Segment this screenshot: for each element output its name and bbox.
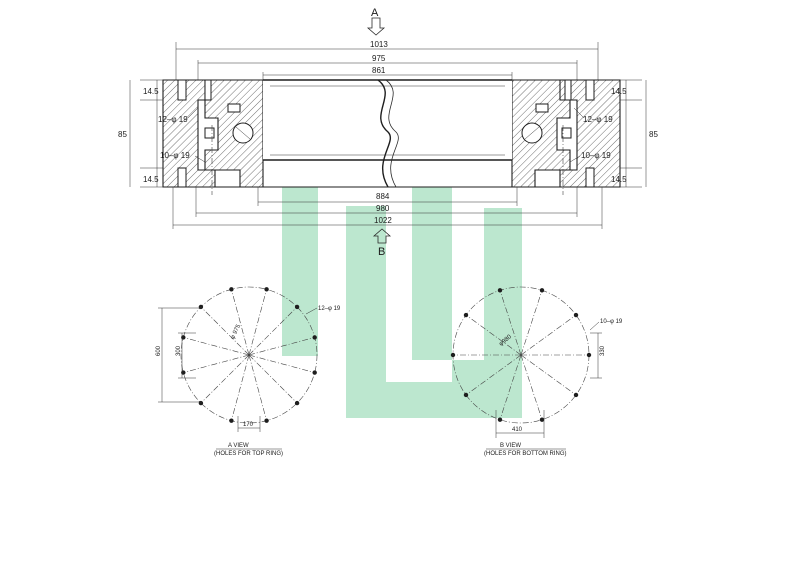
b-view-spoke xyxy=(465,354,522,396)
holes-top-left-label: 12–φ 19 xyxy=(158,115,188,124)
dimension-left-group: 14.5 14.5 85 12–φ 19 10–φ 19 xyxy=(118,79,206,188)
holes-bot-left-label: 10–φ 19 xyxy=(160,151,190,160)
dim-861: 861 xyxy=(372,66,386,75)
holes-top-right-label: 12–φ 19 xyxy=(583,115,613,124)
view-a-arrow: A xyxy=(366,7,386,36)
a-view-bolt-hole xyxy=(264,287,269,292)
a-view-holes-label: 12–φ 19 xyxy=(318,306,341,312)
b-view-spoke xyxy=(465,314,522,356)
b-view-dim-330: 330 xyxy=(600,345,606,356)
a-view-bolt-hole xyxy=(264,418,269,423)
a-view-bolt-hole xyxy=(312,370,317,375)
section-view: A B 1013 975 861 xyxy=(118,7,658,258)
b-view-bolt-hole xyxy=(586,352,592,358)
dim-145-top-left: 14.5 xyxy=(143,87,159,96)
b-view-spoke xyxy=(520,354,577,396)
b-view-dim-410: 410 xyxy=(512,427,523,433)
dim-145-bot-right: 14.5 xyxy=(611,175,627,184)
a-view-spoke xyxy=(248,354,315,373)
b-view-bolt-hole xyxy=(573,312,579,318)
b-view-bolt-hole xyxy=(539,417,545,422)
a-view-bolt-hole xyxy=(198,400,204,406)
b-view-spoke xyxy=(520,354,543,420)
b-view-bolt-hole xyxy=(463,392,469,398)
a-view-spoke xyxy=(231,289,250,356)
b-view-spoke xyxy=(499,354,522,420)
b-view-spoke xyxy=(520,290,543,356)
a-view-spoke xyxy=(248,337,315,356)
dim-145-bot-left: 14.5 xyxy=(143,175,159,184)
a-view-bolt-hole xyxy=(229,418,234,423)
b-view-title: B VIEW xyxy=(500,443,521,449)
b-view-bolt-hole xyxy=(463,312,469,318)
a-view-spoke xyxy=(183,354,250,373)
dimension-bottom-group: 884 980 1022 xyxy=(172,187,603,229)
a-view-title: A VIEW xyxy=(228,443,249,449)
a-view-bolt-hole xyxy=(312,335,317,340)
b-view-bolt-hole xyxy=(573,392,579,398)
a-view-spoke xyxy=(248,289,267,356)
a-view-spoke xyxy=(248,354,298,404)
dim-980: 980 xyxy=(376,204,390,213)
a-view-spoke xyxy=(231,354,250,421)
a-view-pitch-circle xyxy=(180,286,318,424)
a-view-spokes xyxy=(183,289,315,421)
b-view: φ980 10–φ 19 330 410 B VIEW (HOLES FOR B… xyxy=(450,286,623,457)
arrow-b-label: B xyxy=(378,246,385,258)
b-view-subtitle: (HOLES FOR BOTTOM RING) xyxy=(484,451,567,457)
dim-85-right: 85 xyxy=(649,130,658,139)
b-view-bolt-hole xyxy=(497,288,503,293)
b-view-bolt-hole xyxy=(497,417,503,422)
a-view-bolt-hole xyxy=(198,304,204,310)
a-view-bolt-hole xyxy=(229,287,234,292)
dim-1022: 1022 xyxy=(374,216,392,225)
arrow-a-label: A xyxy=(371,7,379,19)
b-view-spoke xyxy=(520,314,577,356)
dimension-right-group: 14.5 14.5 85 12–φ 19 10–φ 19 xyxy=(569,79,658,188)
a-view-spoke xyxy=(248,306,298,356)
dim-85-left: 85 xyxy=(118,130,127,139)
a-view-dim-170: 170 xyxy=(243,422,254,428)
dimension-top-group: 1013 975 861 xyxy=(175,40,599,82)
a-view-bolt-hole xyxy=(294,400,300,406)
dim-975: 975 xyxy=(372,54,386,63)
holes-bot-right-label: 10–φ 19 xyxy=(581,151,611,160)
b-view-spoke xyxy=(499,290,522,356)
a-view-dim-600: 600 xyxy=(156,345,162,356)
b-view-holes xyxy=(450,288,592,422)
a-view-spoke xyxy=(248,354,267,421)
dim-884: 884 xyxy=(376,192,390,201)
a-view-spoke xyxy=(183,337,250,356)
a-view-dim-300: 300 xyxy=(176,345,182,356)
a-view-bolt-hole xyxy=(294,304,300,310)
b-view-bolt-hole xyxy=(450,352,456,358)
a-view-pcd-label: φ 975 xyxy=(230,323,242,340)
a-view-subtitle: (HOLES FOR TOP RING) xyxy=(214,451,283,457)
a-view-spoke xyxy=(200,306,250,356)
a-view-spoke xyxy=(200,354,250,404)
view-b-arrow: B xyxy=(372,228,392,258)
watermark-logo xyxy=(282,147,522,418)
b-view-bolt-hole xyxy=(539,288,545,293)
dim-1013: 1013 xyxy=(370,40,388,49)
b-view-spokes xyxy=(453,290,589,420)
dim-145-top-right: 14.5 xyxy=(611,87,627,96)
b-view-holes-label: 10–φ 19 xyxy=(600,319,623,325)
